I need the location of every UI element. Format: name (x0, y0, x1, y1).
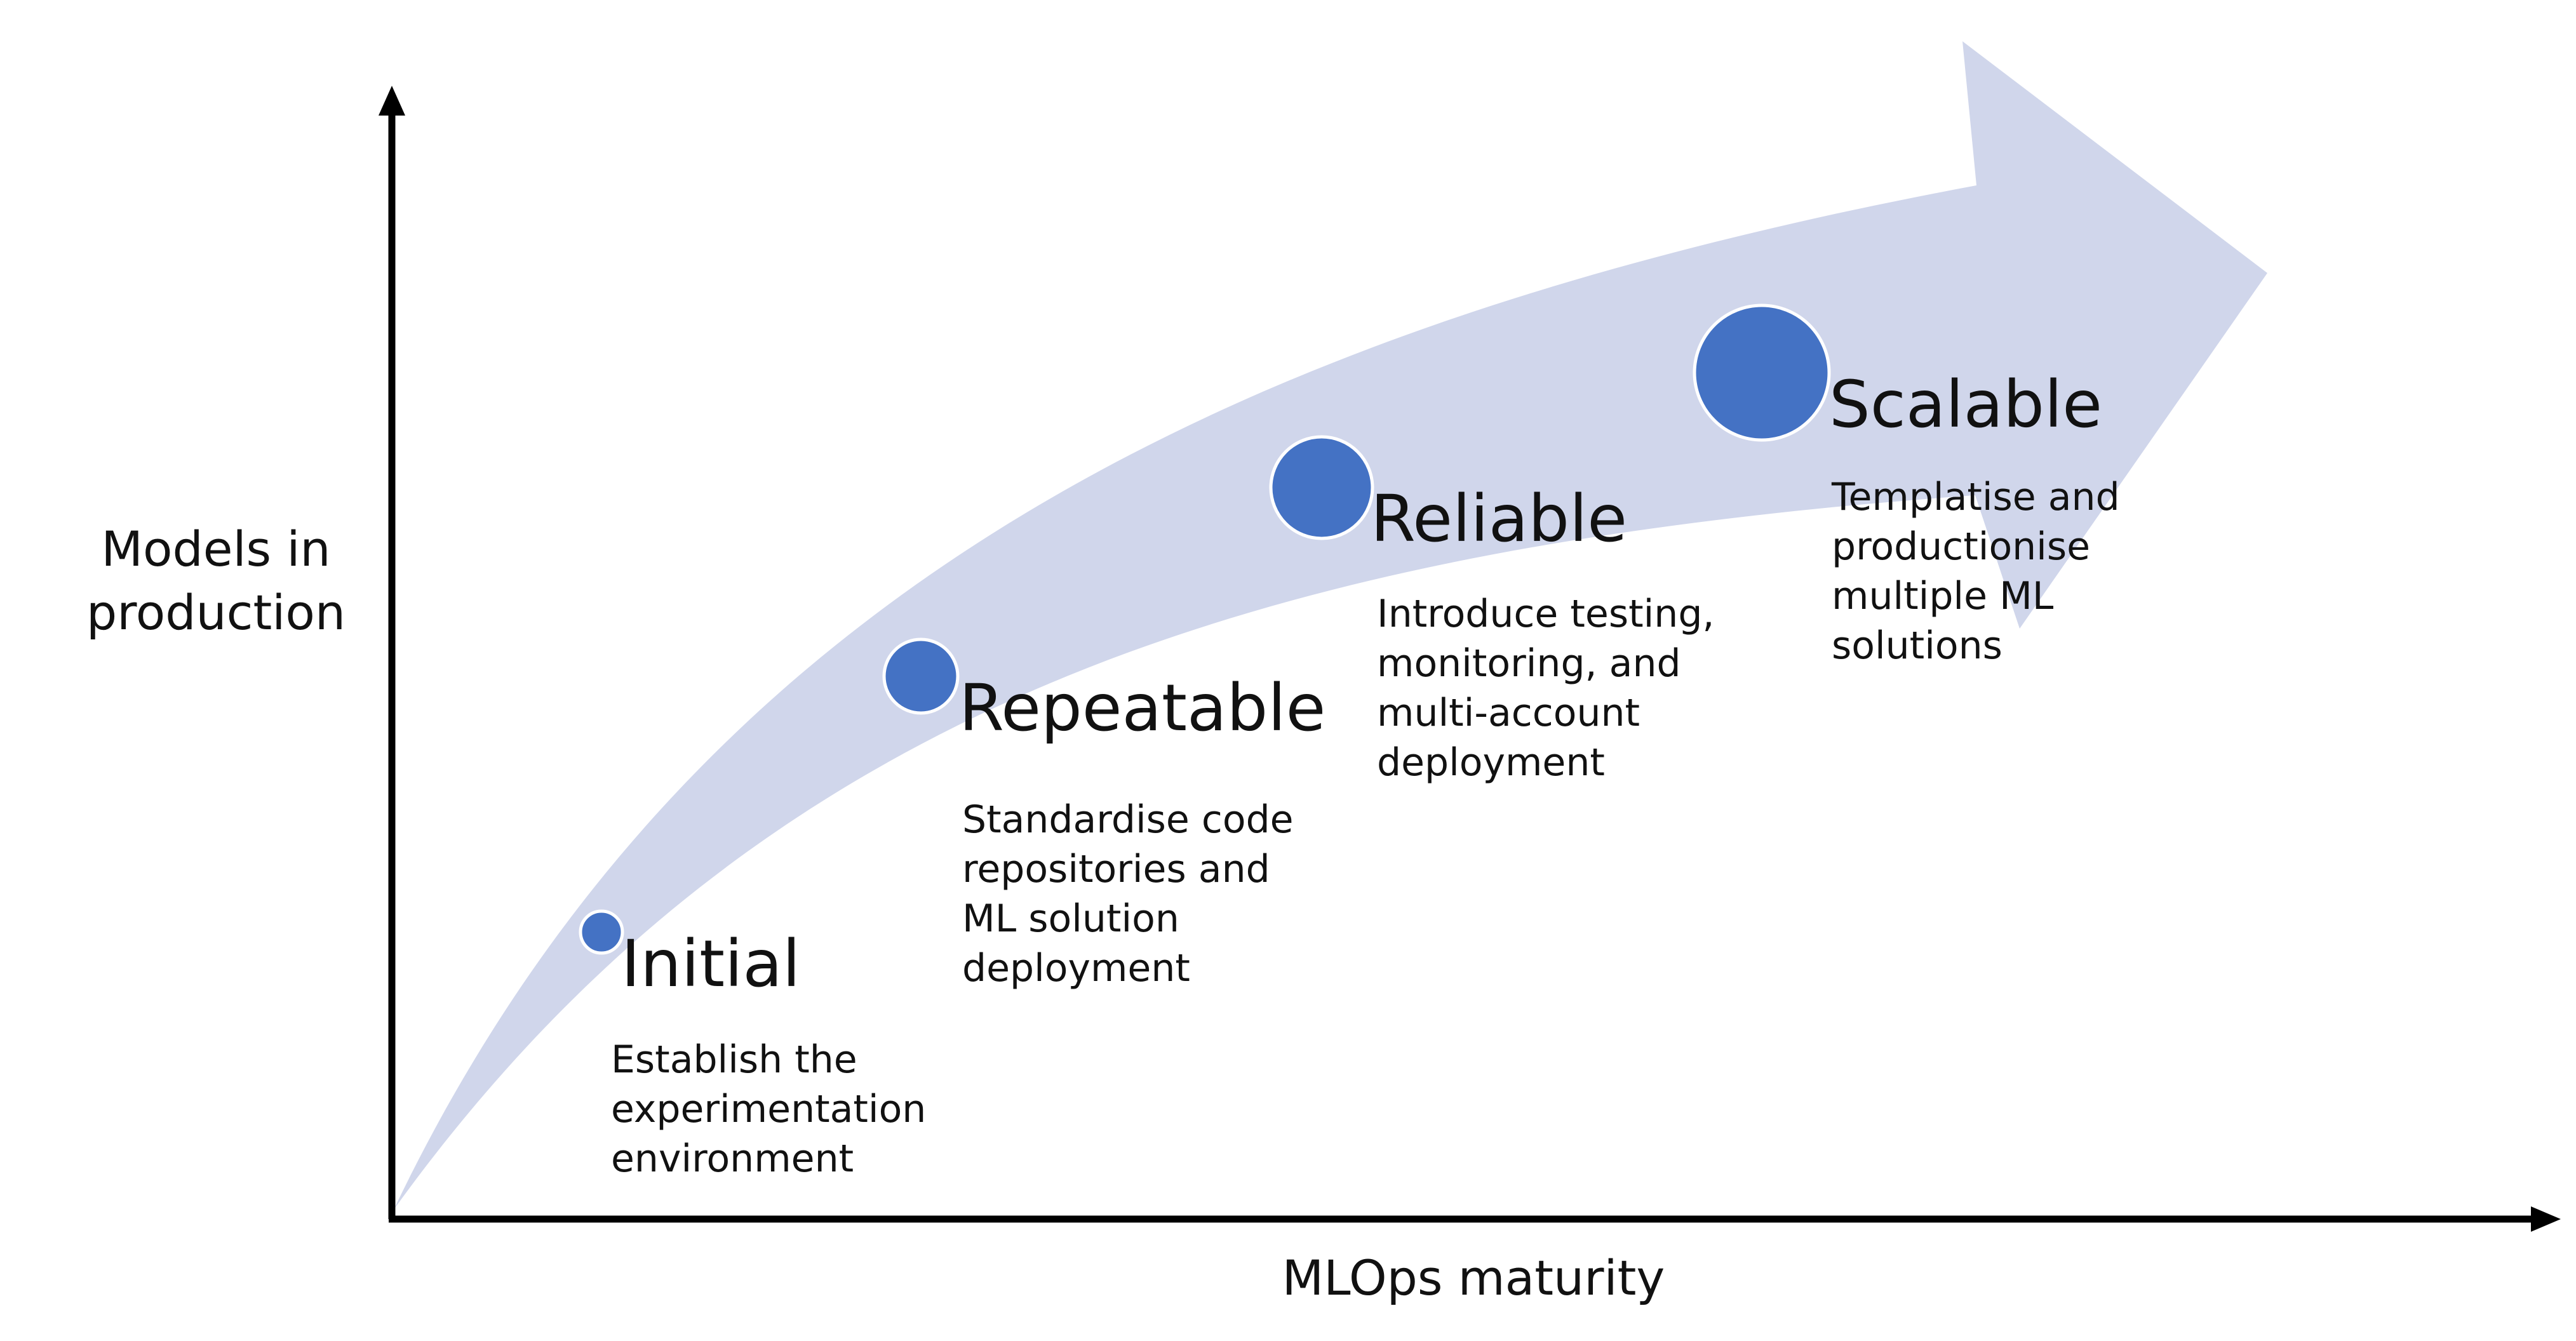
stage-marker-initial (579, 909, 624, 955)
stage-description-scalable: Templatise and productionise multiple ML… (1832, 472, 2120, 670)
stage-title-initial: Initial (621, 926, 801, 1002)
description-line: solutions (1832, 624, 2002, 668)
stage-title-reliable: Reliable (1371, 481, 1628, 557)
description-line: multiple ML (1832, 574, 2054, 618)
y-axis-label: Models in production (25, 517, 406, 644)
stage-description-initial: Establish the experimentation environmen… (611, 1035, 926, 1184)
x-axis-label: MLOps maturity (1282, 1250, 1665, 1306)
description-line: productionise (1832, 524, 2091, 569)
description-line: Establish the (611, 1037, 857, 1082)
description-line: ML solution (962, 897, 1179, 941)
x-axis-arrowhead (2531, 1206, 2561, 1232)
description-line: Templatise and (1832, 475, 2120, 519)
description-line: Standardise code (962, 797, 1294, 842)
stage-marker-repeatable (882, 637, 960, 715)
y-axis-label-line: production (86, 584, 346, 641)
description-line: monitoring, and (1377, 641, 1681, 686)
description-line: environment (611, 1137, 854, 1181)
stage-description-reliable: Introduce testing, monitoring, and multi… (1377, 589, 1714, 787)
description-line: Introduce testing, (1377, 592, 1715, 636)
stage-marker-scalable (1693, 304, 1831, 442)
y-axis-label-line: Models in (101, 521, 331, 577)
stage-title-scalable: Scalable (1829, 367, 2103, 443)
description-line: deployment (1377, 740, 1605, 785)
description-line: multi-account (1377, 691, 1640, 735)
description-line: deployment (962, 946, 1190, 991)
stage-description-repeatable: Standardise code repositories and ML sol… (962, 795, 1294, 993)
description-line: repositories and (962, 847, 1270, 891)
y-axis-arrowhead (379, 86, 405, 116)
description-line: experimentation (611, 1087, 927, 1131)
stage-marker-reliable (1269, 435, 1374, 540)
stage-title-repeatable: Repeatable (959, 670, 1326, 746)
